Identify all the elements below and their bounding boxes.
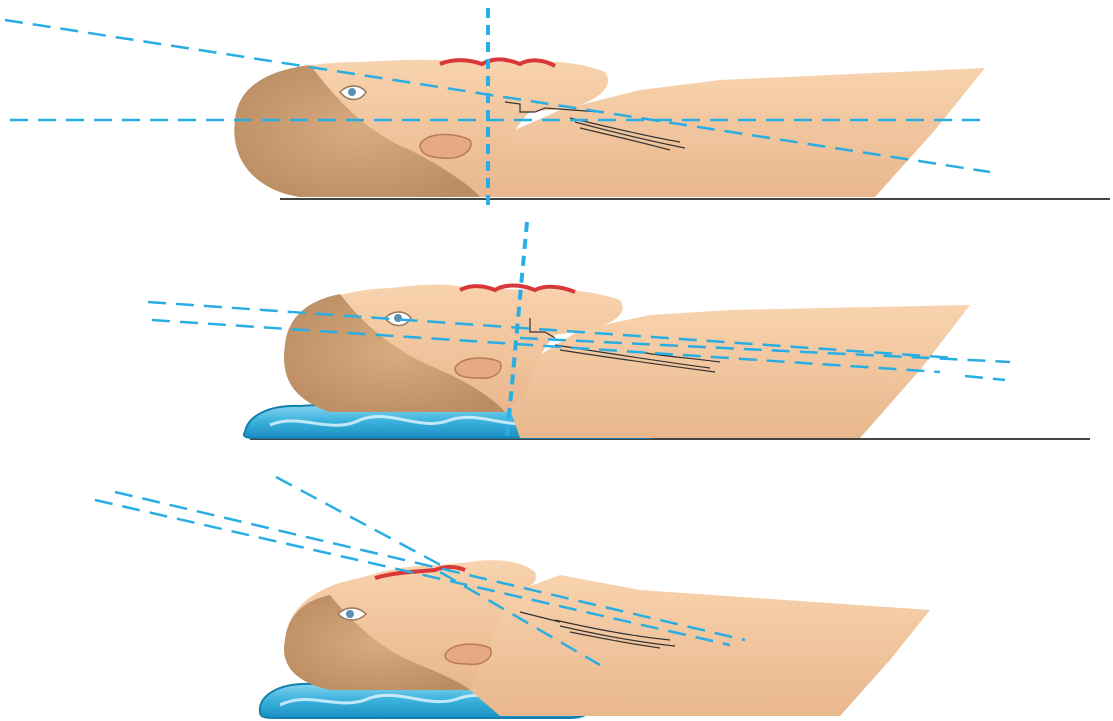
laryngeal-axis-tail [965,376,1005,380]
panel-sniffing-extended [95,477,930,718]
ear-icon [420,135,471,159]
ear-icon [445,644,491,664]
panel-head-elevated [148,222,1090,439]
panel-supine-neutral [5,8,1110,208]
laryngeal-axis [276,477,450,570]
ear-icon [455,358,501,378]
